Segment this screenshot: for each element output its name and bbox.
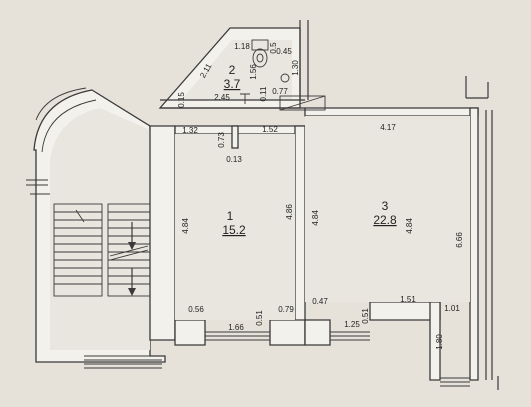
window-room-3: [330, 331, 370, 341]
toilet-icon: [251, 39, 269, 68]
dim-label: 1.32: [182, 126, 198, 135]
room-3-area-label: 22.8: [373, 213, 397, 227]
window-room-1: [205, 331, 270, 341]
dim-label: 0.45: [276, 47, 292, 56]
dim-label: 0.56: [188, 305, 204, 314]
dim-label: 0.47: [312, 297, 328, 306]
dim-label: 1.66: [228, 323, 244, 332]
water-heater-icon: [240, 93, 250, 104]
dim-label: 0.51: [255, 310, 264, 326]
dim-label: 2.45: [214, 93, 230, 102]
dim-label: 4.86: [285, 204, 294, 220]
dim-label: 0.5: [269, 42, 278, 54]
dim-label: 4.17: [380, 123, 396, 132]
dim-label: 4.84: [181, 218, 190, 234]
room-3-area: [305, 116, 470, 302]
room-1-area-label: 15.2: [222, 223, 246, 237]
dim-label: 4.84: [405, 218, 414, 234]
stair-arrow-icon: [128, 222, 136, 296]
bathroom: [158, 20, 326, 111]
dim-label: 0.13: [226, 155, 242, 164]
dim-label: 1.30: [291, 60, 300, 76]
dim-label: 1.52: [262, 125, 278, 134]
dim-label: 0.15: [177, 92, 186, 108]
dim-label: 6.66: [455, 232, 464, 248]
dim-label: 1.01: [444, 304, 460, 313]
dim-label: 1.25: [344, 320, 360, 329]
room-2-number: 2: [229, 63, 236, 77]
room-1-number: 1: [227, 209, 234, 223]
dim-label: 1.56: [249, 64, 258, 80]
dim-label: 0.51: [361, 308, 370, 324]
dimension-labels: 1.18 2.11 2.45 1.56 0.45 0.5 1.30 0.11 0…: [177, 42, 464, 350]
apartment-walls: [149, 76, 499, 390]
window-bay: [440, 377, 470, 387]
stair-flight-right: [107, 203, 151, 297]
sink-icon: [280, 73, 290, 83]
dim-label: 0.73: [217, 132, 226, 148]
room-1-area: [175, 134, 295, 320]
dim-label: 1.51: [400, 295, 416, 304]
stair-flight-left: [53, 203, 103, 297]
room-2-area-label: 3.7: [224, 77, 241, 91]
dim-label: 0.79: [278, 305, 294, 314]
stairwell: [26, 87, 166, 369]
dim-label: 1.18: [234, 42, 250, 51]
dim-label: 0.77: [272, 87, 288, 96]
dim-label: 1.80: [435, 334, 444, 350]
dim-label: 4.84: [311, 210, 320, 226]
dim-label: 0.11: [259, 86, 268, 102]
room-1-wall-nib: [231, 125, 239, 149]
room-3-number: 3: [382, 199, 389, 213]
